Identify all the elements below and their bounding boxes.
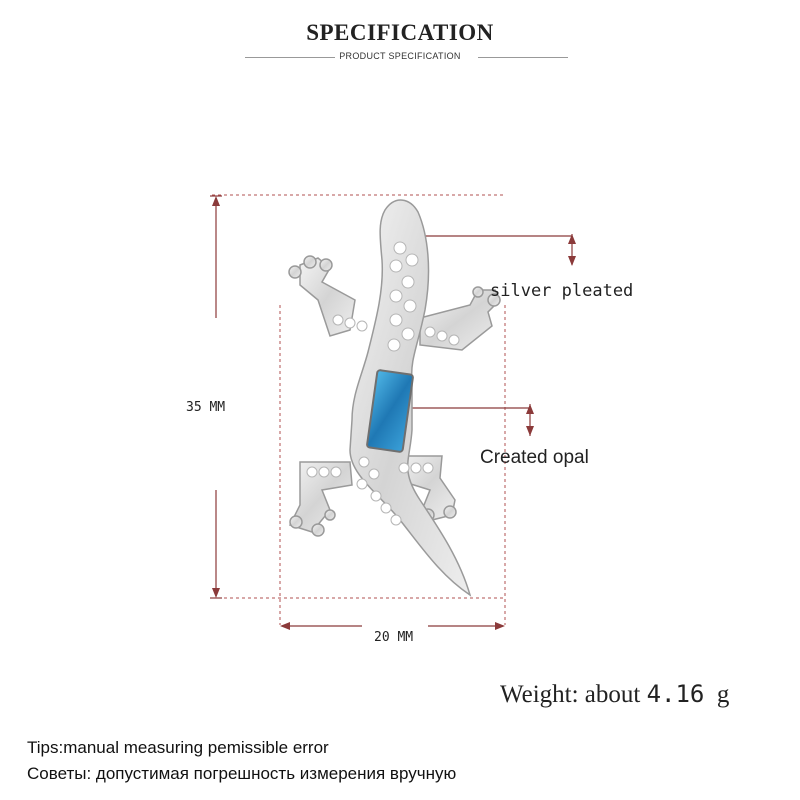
header-rule-left: [245, 57, 335, 58]
opal-stone: [366, 369, 414, 453]
back-right-leg: [394, 455, 456, 521]
height-label: 35 MM: [186, 400, 226, 415]
weight-value: 4.16: [646, 680, 705, 708]
material-callout-line: [425, 234, 576, 266]
head-crystals: [387, 241, 419, 352]
header-rule-right: [478, 57, 568, 58]
arm-crystals: [306, 314, 460, 478]
page-title: SPECIFICATION: [306, 20, 494, 45]
material-label: silver pleated: [490, 281, 634, 301]
tips-russian: Советы: допустимая погрешность измерения…: [27, 764, 457, 783]
tips-english: Tips:manual measuring pemissible error: [27, 738, 329, 757]
tail-crystals: [356, 456, 402, 526]
lizard-pendant-image: [288, 199, 501, 597]
width-label: 20 MM: [374, 630, 414, 645]
width-dimension-arrow: [280, 622, 505, 630]
weight-label: Weight: about: [500, 681, 647, 708]
height-dimension-arrow: [210, 195, 222, 599]
page-subtitle: PRODUCT SPECIFICATION: [339, 51, 461, 61]
stone-label: Created opal: [480, 447, 589, 468]
stone-callout-line: [408, 404, 534, 436]
weight-line: Weight: about 4.16 g: [500, 680, 729, 709]
weight-unit: g: [716, 681, 730, 708]
dimension-guides: [212, 194, 506, 625]
